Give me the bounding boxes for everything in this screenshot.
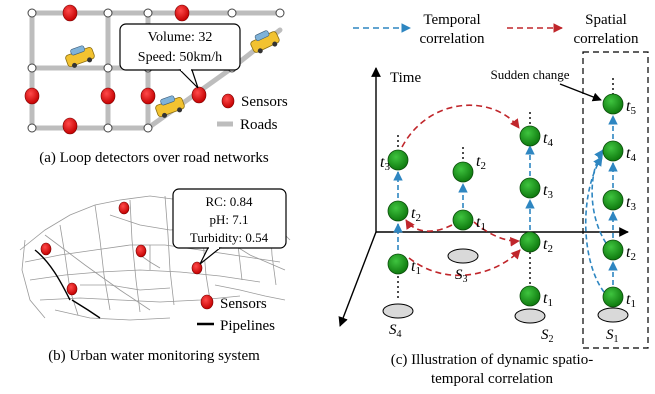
sensor-s4-base <box>382 303 414 319</box>
svg-text:t1: t1 <box>626 291 636 310</box>
pipeline-main <box>34 249 101 319</box>
space-axis-depth <box>338 231 377 327</box>
time-guides <box>397 78 614 308</box>
sensor-bases <box>382 248 629 324</box>
svg-text:t2: t2 <box>626 244 636 263</box>
sudden-change-label: Sudden change <box>490 67 569 82</box>
svg-text:t1: t1 <box>543 290 553 309</box>
time-axis-label: Time <box>390 70 421 86</box>
sensor-s4-label: S4 <box>389 322 402 340</box>
water-callout: RC: 0.84 pH: 7.1 Turbidity: 0.54 <box>172 188 287 265</box>
svg-text:t3: t3 <box>543 182 553 201</box>
legend-spatial-line2: correlation <box>574 31 639 47</box>
svg-text:t1: t1 <box>411 258 421 277</box>
svg-text:t1: t1 <box>476 214 486 233</box>
panel-a-legend: Sensors Roads <box>217 93 288 133</box>
spatial-arrows <box>401 104 521 277</box>
svg-text:t2: t2 <box>476 153 486 172</box>
caption-c-line1: (c) Illustration of dynamic spatio- <box>391 352 593 368</box>
caption-c-line2: temporal correlation <box>431 371 554 387</box>
panel-a-road-network: Volume: 32 Speed: 50km/h Sensors Roads (… <box>24 4 288 166</box>
legend-sensors-label: Sensors <box>241 94 288 110</box>
legend-pipelines-label: Pipelines <box>220 318 275 334</box>
legend-spatial-line1: Spatial <box>585 12 627 28</box>
temporal-arrows <box>393 115 618 293</box>
callout-volume: Volume: 32 <box>148 30 213 45</box>
sensor-s3-base <box>447 248 479 264</box>
svg-text:t4: t4 <box>626 145 636 164</box>
time-nodes <box>387 93 624 308</box>
svg-text:t3: t3 <box>380 154 390 173</box>
sudden-change-box <box>582 51 649 349</box>
axes <box>338 67 629 327</box>
sensor-s1-label: S1 <box>606 327 619 345</box>
panel-c-correlation: Temporal correlation Spatial correlation… <box>338 12 649 387</box>
sudden-change-arrow <box>559 83 602 102</box>
sensor-s2-label: S2 <box>541 327 554 345</box>
callout-turbidity: Turbidity: 0.54 <box>190 230 269 245</box>
panel-c-legend: Temporal correlation Spatial correlation <box>353 12 639 47</box>
svg-text:t2: t2 <box>411 205 421 224</box>
legend-water-sensors-label: Sensors <box>220 296 267 312</box>
panel-b-water-system: RC: 0.84 pH: 7.1 Turbidity: 0.54 Sensors… <box>19 188 291 364</box>
panel-b-legend: Sensors Pipelines <box>197 294 275 334</box>
callout-ph: pH: 7.1 <box>210 212 249 227</box>
callout-speed: Speed: 50km/h <box>138 50 222 65</box>
legend-temporal-line1: Temporal <box>423 12 480 28</box>
callout-rc: RC: 0.84 <box>206 194 253 209</box>
svg-text:t3: t3 <box>626 194 636 213</box>
sensor-labels: S4 S3 S2 S1 <box>389 267 619 345</box>
legend-sensor-icon <box>221 93 235 109</box>
sensor-s1-base <box>597 307 629 323</box>
caption-a: (a) Loop detectors over road networks <box>39 150 269 166</box>
sensor-s2-base <box>514 308 546 324</box>
svg-text:t5: t5 <box>626 98 636 117</box>
svg-text:t4: t4 <box>543 130 553 149</box>
road-sensors <box>24 4 207 135</box>
road-intersections <box>27 8 285 133</box>
legend-temporal-line2: correlation <box>420 31 485 47</box>
caption-b: (b) Urban water monitoring system <box>48 348 260 364</box>
svg-text:t2: t2 <box>543 236 553 255</box>
node-labels: t1 t2 t3 t1 t2 t1 t2 t3 t4 t1 t2 t3 t4 t… <box>380 98 636 310</box>
sensor-s3-label: S3 <box>455 267 468 285</box>
water-sensors <box>40 201 203 296</box>
legend-roads-label: Roads <box>240 117 278 133</box>
legend-water-sensor-icon <box>200 294 214 310</box>
traffic-callout: Volume: 32 Speed: 50km/h <box>119 23 241 89</box>
